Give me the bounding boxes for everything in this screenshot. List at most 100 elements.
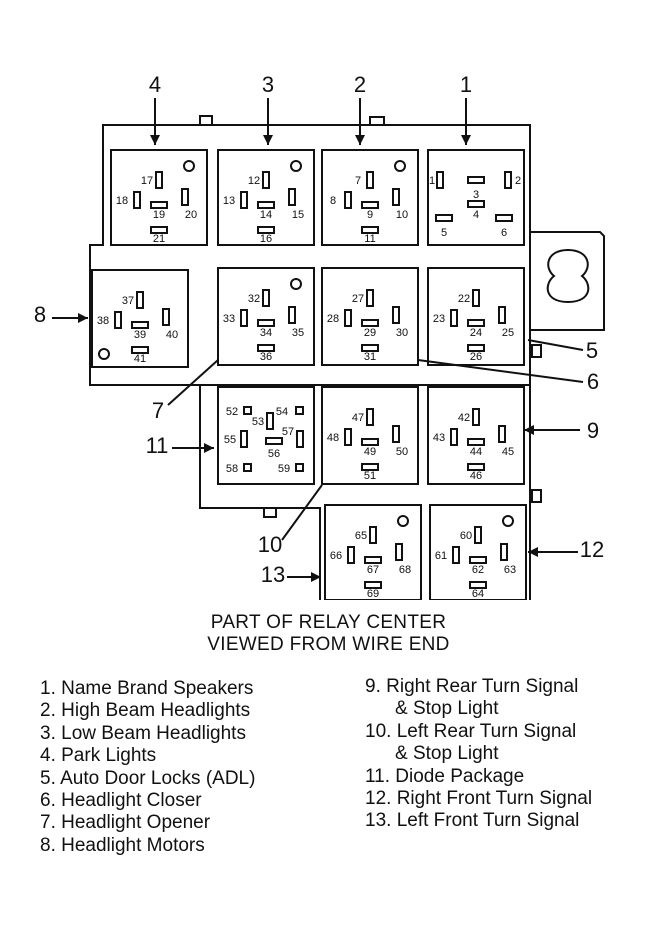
housing-tab	[531, 489, 542, 503]
terminal-pin-vertical	[366, 289, 374, 307]
terminal-number: 41	[134, 353, 146, 365]
terminal-pin-vertical	[498, 306, 506, 324]
terminal-number: 36	[260, 351, 272, 363]
callout-6: 6	[417, 359, 599, 394]
terminal-number: 46	[470, 470, 482, 482]
callout-number: 4	[149, 72, 161, 97]
terminal-pin-horizontal	[131, 321, 149, 329]
terminal-number: 68	[399, 564, 411, 576]
terminal-pin-vertical	[498, 425, 506, 443]
callout-10: 10	[258, 484, 323, 557]
terminal-pin-horizontal	[469, 556, 487, 564]
terminal-number: 7	[355, 175, 361, 187]
terminal-pin-horizontal	[150, 226, 168, 234]
terminal-number: 22	[458, 293, 470, 305]
terminal-pin-horizontal	[131, 346, 149, 354]
terminal-pin-vertical	[450, 309, 458, 327]
terminal-number: 37	[122, 295, 134, 307]
terminal-number: 4	[473, 209, 479, 221]
relay-cavity-frame	[429, 504, 527, 600]
relay-cavity-frame	[217, 149, 315, 246]
terminal-pin-horizontal	[361, 201, 379, 209]
terminal-number: 55	[224, 434, 236, 446]
cavity-outline	[530, 231, 605, 331]
callout-1: 1	[460, 72, 472, 145]
locator-hole	[394, 160, 406, 172]
terminal-number: 6	[501, 227, 507, 239]
terminal-number: 62	[472, 564, 484, 576]
terminal-number: 54	[276, 406, 288, 418]
callout-number: 9	[587, 418, 599, 443]
terminal-number: 27	[352, 293, 364, 305]
housing-tab	[263, 507, 277, 518]
callout-arrowhead	[78, 313, 88, 323]
terminal-number: 38	[97, 315, 109, 327]
terminal-pin-vertical	[366, 408, 374, 426]
terminal-pin-vertical	[133, 191, 141, 209]
terminal-number: 64	[472, 588, 484, 600]
terminal-pin-vertical	[344, 428, 352, 446]
locator-hole	[290, 278, 302, 290]
terminal-pin-vertical	[296, 430, 304, 448]
locator-hole	[397, 515, 409, 527]
callout-arrowhead	[263, 135, 273, 145]
terminal-number: 65	[355, 530, 367, 542]
callout-arrowhead	[204, 443, 214, 453]
terminal-pin-vertical	[288, 188, 296, 206]
terminal-pin-square	[295, 463, 304, 472]
relay-cavity-frame	[217, 386, 315, 485]
relay-cavity-frame	[217, 267, 315, 366]
callout-5: 5	[527, 338, 598, 363]
legend-item: 2. High Beam Headlights	[40, 700, 251, 722]
relay-cavity-frame	[321, 267, 419, 366]
terminal-pin-horizontal	[467, 176, 485, 184]
terminal-pin-horizontal	[257, 201, 275, 209]
relay-cavity-frame	[427, 267, 525, 366]
locator-hole	[290, 160, 302, 172]
callout-number: 13	[261, 562, 285, 587]
callout-number: 2	[354, 72, 366, 97]
terminal-pin-horizontal	[467, 463, 485, 471]
cavity-slot	[546, 248, 590, 304]
terminal-number: 3	[473, 189, 479, 201]
callout-number: 12	[580, 537, 604, 562]
callout-4: 4	[149, 72, 161, 145]
legend-item: 7. Headlight Opener	[40, 812, 211, 834]
diagram-caption-line-2: VIEWED FROM WIRE END	[207, 634, 450, 655]
legend-item: 5. Auto Door Locks (ADL)	[40, 767, 256, 789]
housing-tab	[199, 115, 213, 126]
legend-item: 8. Headlight Motors	[40, 834, 205, 856]
terminal-pin-vertical	[504, 171, 512, 189]
terminal-pin-horizontal	[364, 556, 382, 564]
terminal-pin-vertical	[392, 425, 400, 443]
relay-cavity-frame	[324, 504, 422, 600]
callout-number: 7	[152, 398, 164, 423]
callout-leader-line	[527, 339, 584, 351]
callout-2: 2	[354, 72, 366, 145]
terminal-pin-vertical	[136, 291, 144, 309]
relay-cavity-frame	[427, 386, 525, 485]
terminal-pin-vertical	[436, 171, 444, 189]
terminal-pin-vertical	[288, 306, 296, 324]
terminal-number: 39	[134, 329, 146, 341]
diagram-caption-line-1: PART OF RELAY CENTER	[210, 612, 447, 633]
callout-7: 7	[152, 359, 219, 423]
terminal-number: 32	[248, 293, 260, 305]
terminal-pin-vertical	[262, 171, 270, 189]
relay-center-lower-housing	[199, 385, 531, 600]
terminal-number: 19	[153, 209, 165, 221]
locator-hole	[98, 348, 110, 360]
callout-leader-line	[281, 484, 323, 541]
callout-3: 3	[262, 72, 274, 145]
callout-9: 9	[524, 418, 599, 443]
terminal-pin-vertical	[452, 546, 460, 564]
terminal-number: 14	[260, 209, 272, 221]
